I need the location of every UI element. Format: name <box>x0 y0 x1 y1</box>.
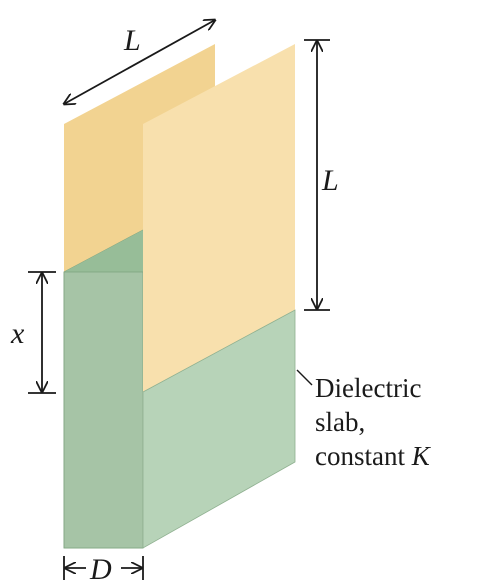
callout-line-2: slab, <box>315 407 365 437</box>
width-dimension-arrow <box>64 20 215 104</box>
callout-leader <box>296 369 313 386</box>
slab-left-column <box>63 271 144 549</box>
depth-label: x <box>10 317 25 350</box>
callout-line-3: constant K <box>315 441 432 471</box>
callout-constant-word: constant <box>315 441 412 471</box>
callout-line-1: Dielectric <box>315 373 421 403</box>
callout-constant-symbol: K <box>411 441 432 471</box>
width-label: L <box>123 24 141 57</box>
separation-label: D <box>89 553 112 585</box>
height-label: L <box>321 164 339 197</box>
front-plate <box>143 44 295 392</box>
slab-front-face <box>142 309 296 549</box>
